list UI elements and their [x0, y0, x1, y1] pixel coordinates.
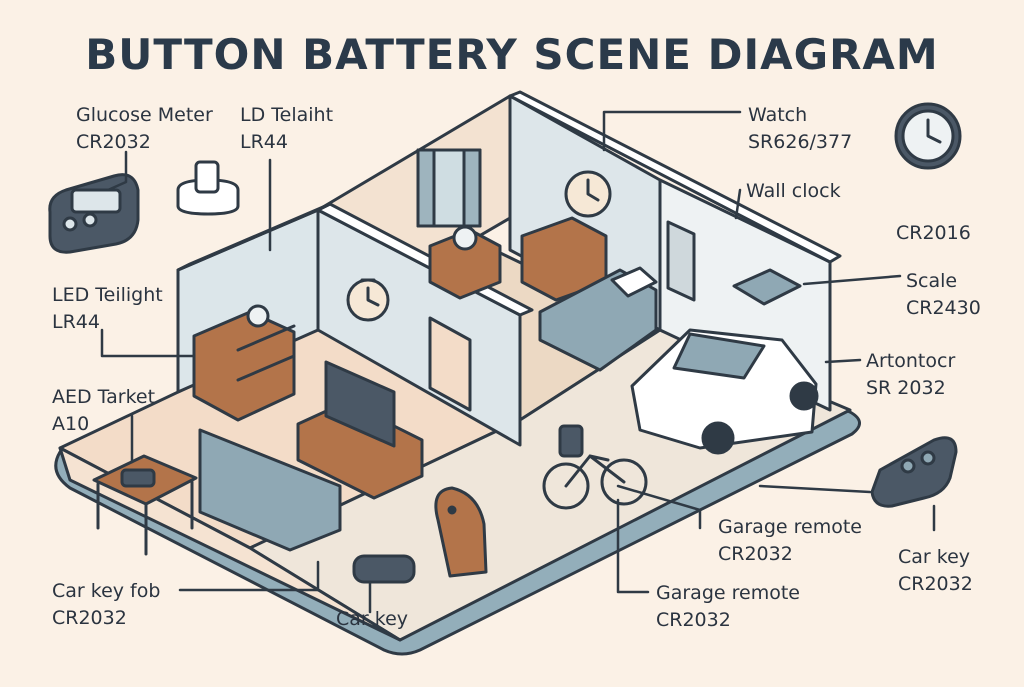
callout-scale: Scale CR2430 — [906, 268, 981, 322]
callout-name: AED Tarket — [52, 386, 156, 408]
page-title: BUTTON BATTERY SCENE DIAGRAM — [85, 30, 939, 79]
leader-glucose — [106, 150, 128, 192]
callout-car-key-fob: Car key fob CR2032 — [52, 578, 160, 632]
leader-car-key-fob — [178, 560, 320, 592]
callout-name: Glucose Meter — [76, 104, 213, 126]
bicycle-device — [558, 424, 584, 458]
callout-name: Car key — [336, 608, 409, 630]
callout-glucose-meter: Glucose Meter CR2032 — [76, 102, 213, 156]
leader-garage-remote-2 — [616, 498, 650, 594]
callout-name: Garage remote — [718, 516, 862, 538]
callout-name: Garage remote — [656, 582, 800, 604]
bicycle-wheel-front — [600, 458, 648, 506]
callout-name: Artontocr — [866, 350, 956, 372]
window-curtain-left — [416, 148, 436, 228]
callout-led-teilight: LED Teilight LR44 — [52, 282, 163, 336]
callout-name: Car key fob — [52, 580, 161, 602]
bicycle-frame — [564, 454, 626, 488]
callout-name: LD Telaiht — [240, 104, 334, 126]
dresser-lamp — [246, 304, 270, 328]
bicycle-wheel-back — [542, 462, 590, 510]
callout-battery: CR2032 — [656, 609, 731, 631]
callout-name: Car key — [898, 546, 971, 568]
callout-garage-remote-2: Garage remote CR2032 — [656, 580, 800, 634]
callout-aed-tarket: AED Tarket A10 — [52, 384, 155, 438]
callout-battery: CR2032 — [76, 131, 151, 153]
callout-watch: Watch SR626/377 — [748, 102, 852, 156]
leader-led-teilight — [100, 328, 196, 358]
callout-battery: A10 — [52, 413, 90, 435]
callout-artontocr: Artontocr SR 2032 — [866, 348, 955, 402]
callout-wall-clock: Wall clock — [746, 178, 841, 205]
callout-battery: CR2016 — [896, 222, 971, 244]
callout-name: Watch — [748, 104, 808, 126]
nightstand-clock — [452, 225, 478, 251]
bed-pillow — [610, 266, 658, 298]
callout-battery: SR 2032 — [866, 377, 946, 399]
leader-car-key-right-2 — [758, 484, 872, 494]
floor-car-key — [352, 554, 416, 584]
doorway — [428, 316, 472, 412]
callout-garage-remote-1: Garage remote CR2032 — [718, 514, 862, 568]
tv — [324, 360, 396, 448]
garage-door — [666, 220, 696, 302]
right-car-key — [870, 436, 958, 508]
callout-car-key-right: Car key CR2032 — [898, 544, 973, 598]
sofa — [198, 428, 342, 552]
callout-name: Scale — [906, 270, 958, 292]
car-windshield — [672, 332, 766, 380]
callout-battery: SR626/377 — [748, 131, 853, 153]
callout-car-key-floor: Car key — [336, 606, 408, 633]
car-wheel — [701, 421, 735, 455]
leader-wall-clock — [734, 188, 742, 220]
callout-ld-telaiht: LD Telaiht LR44 — [240, 102, 333, 156]
callout-battery: CR2032 — [52, 607, 127, 629]
callout-name: Wall clock — [746, 180, 841, 202]
callout-battery: CR2032 — [898, 573, 973, 595]
callout-battery: LR44 — [240, 131, 288, 153]
scale-device — [732, 268, 802, 306]
leader-garage-remote-1 — [616, 484, 702, 530]
callout-battery: LR44 — [52, 311, 100, 333]
callout-battery: CR2430 — [906, 297, 981, 319]
callout-name: LED Teilight — [52, 284, 163, 306]
window-curtain-right — [462, 148, 482, 228]
leader-watch — [602, 110, 742, 152]
callout-battery: CR2032 — [718, 543, 793, 565]
wall-left-top — [176, 202, 332, 272]
leader-artontocr — [824, 358, 862, 364]
callout-cr2016: CR2016 — [896, 220, 971, 247]
aed-device — [120, 468, 156, 488]
leader-scale — [802, 274, 902, 286]
wall-right-top — [508, 90, 842, 264]
